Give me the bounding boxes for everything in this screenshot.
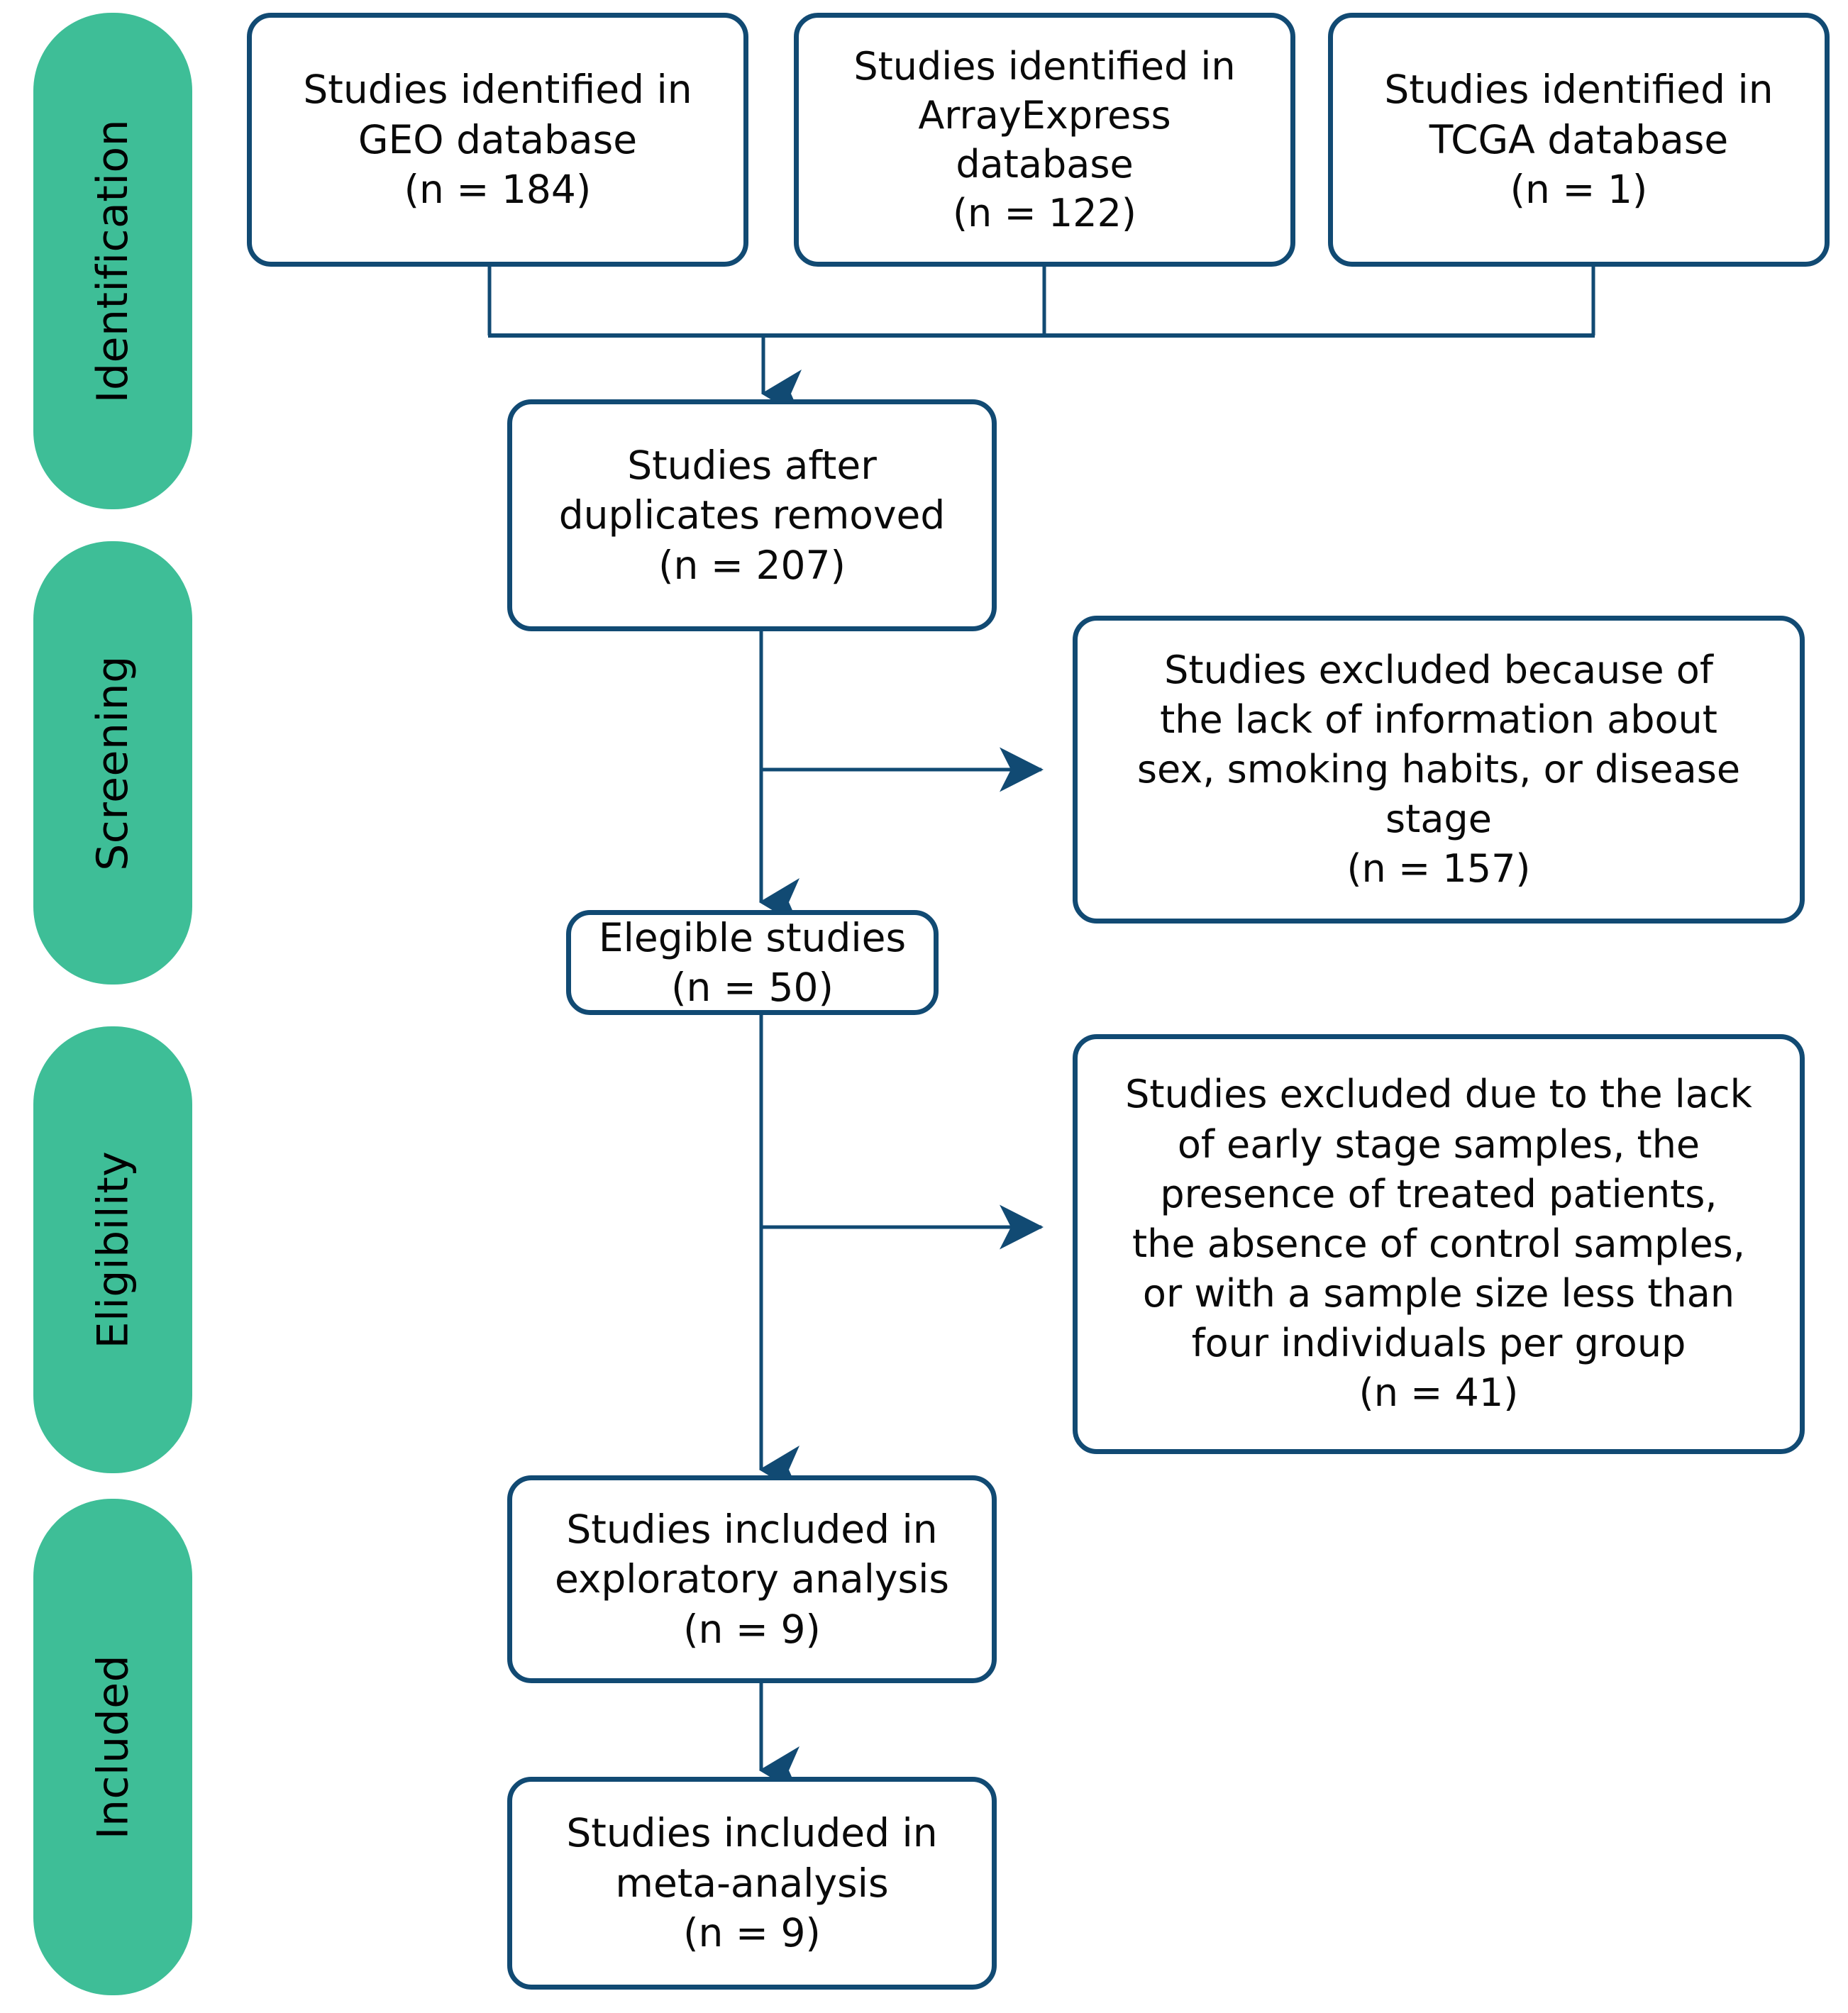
connector-identification-bus — [487, 264, 1595, 418]
box-elegible-studies: Elegible studies (n = 50) — [566, 910, 939, 1015]
box-studies-included-exploratory-analysis: Studies included in exploratory analysis… — [507, 1475, 997, 1683]
box-text-exploratory-analysis: Studies included in exploratory analysis… — [554, 1506, 950, 1652]
stage-pill-screening: Screening — [33, 541, 192, 985]
stage-label-included: Included — [88, 1654, 138, 1840]
stage-label-identification: Identification — [88, 118, 138, 404]
box-text-elegible-studies: Elegible studies (n = 50) — [598, 914, 907, 1010]
box-studies-included-meta-analysis: Studies included in meta-analysis (n = 9… — [507, 1777, 997, 1990]
box-text-arrayexpress: Studies identified in ArrayExpress datab… — [853, 43, 1236, 236]
stage-label-screening: Screening — [88, 655, 138, 871]
box-studies-after-duplicates-removed: Studies after duplicates removed (n = 20… — [507, 399, 997, 631]
box-studies-identified-arrayexpress: Studies identified in ArrayExpress datab… — [794, 13, 1295, 267]
stage-label-eligibility: Eligibility — [88, 1150, 138, 1349]
box-text-excluded-eligibility: Studies excluded due to the lack of earl… — [1125, 1072, 1752, 1416]
box-studies-excluded-eligibility: Studies excluded due to the lack of earl… — [1073, 1034, 1805, 1454]
box-text-duplicates-removed: Studies after duplicates removed (n = 20… — [558, 442, 946, 588]
stage-pill-included: Included — [33, 1499, 192, 1995]
box-studies-excluded-screening: Studies excluded because of the lack of … — [1073, 616, 1805, 924]
stage-pill-eligibility: Eligibility — [33, 1026, 192, 1473]
box-text-tcga: Studies identified in TCGA database (n =… — [1384, 67, 1774, 213]
box-text-excluded-screening: Studies excluded because of the lack of … — [1136, 647, 1741, 892]
stage-pill-identification: Identification — [33, 13, 192, 509]
box-studies-identified-tcga: Studies identified in TCGA database (n =… — [1328, 13, 1830, 267]
box-studies-identified-geo: Studies identified in GEO database (n = … — [247, 13, 748, 267]
box-text-meta-analysis: Studies included in meta-analysis (n = 9… — [566, 1810, 938, 1956]
box-text-geo: Studies identified in GEO database (n = … — [303, 67, 692, 213]
